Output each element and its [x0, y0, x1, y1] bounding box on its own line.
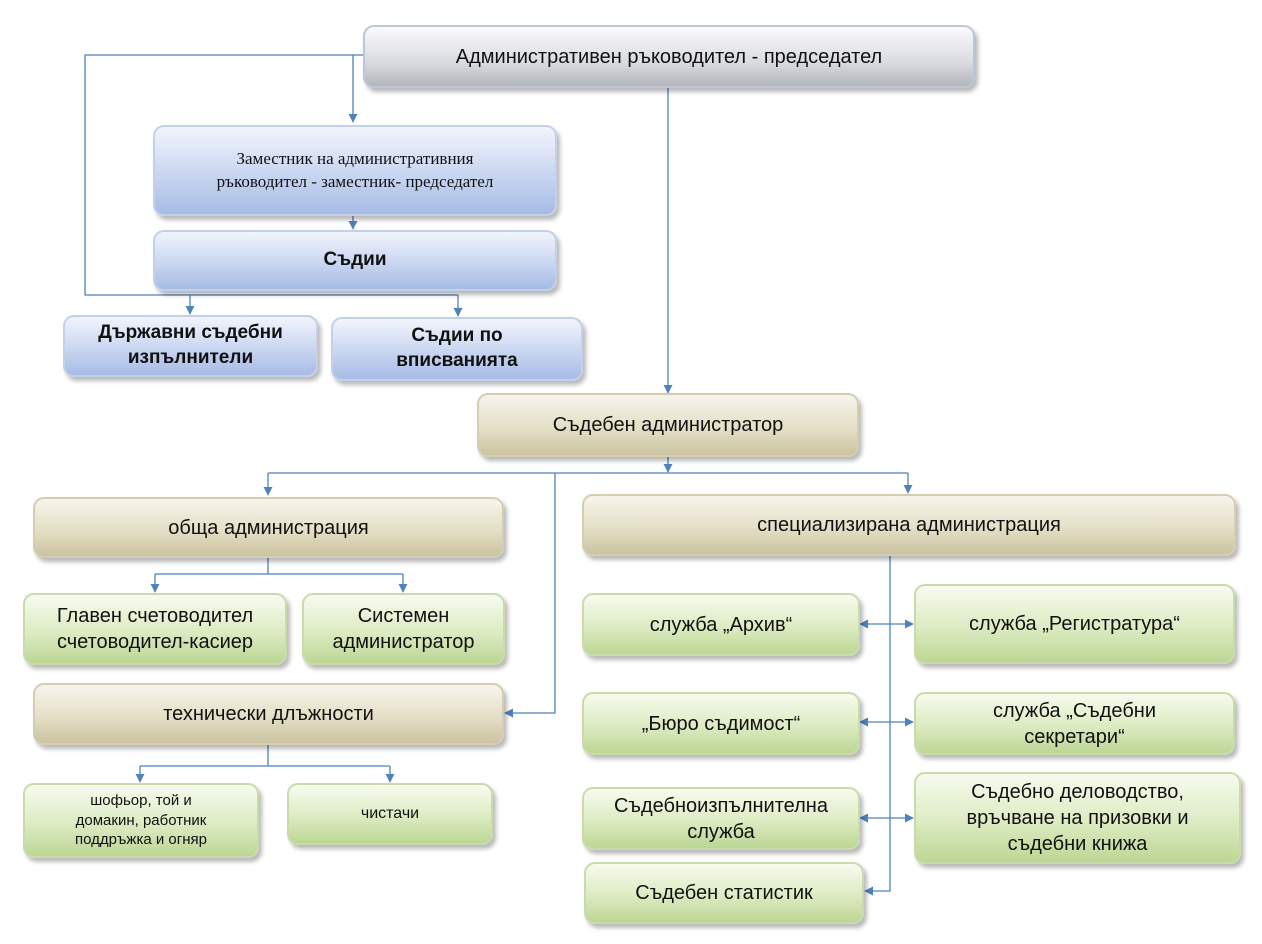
box-court-statistician[interactable]: Съдебен статистик — [584, 862, 864, 924]
box-registry-judges[interactable]: Съдии по вписванията — [331, 317, 583, 381]
box-criminal-record-bureau[interactable]: „Бюро съдимост“ — [582, 692, 860, 755]
box-enforcement-service[interactable]: Съдебноизпълнителна служба — [582, 787, 860, 850]
box-court-secretaries-service[interactable]: служба „Съдебни секретари“ — [914, 692, 1235, 755]
box-archive-service[interactable]: служба „Архив“ — [582, 593, 860, 656]
box-chief-accountant[interactable]: Главен счетоводител счетоводител-касиер — [23, 593, 287, 665]
box-technical-positions[interactable]: технически длъжности — [33, 683, 504, 745]
box-cleaners[interactable]: чистачи — [287, 783, 493, 845]
box-state-bailiffs[interactable]: Държавни съдебни изпълнители — [63, 315, 318, 377]
box-court-administrator[interactable]: Съдебен администратор — [477, 393, 859, 457]
box-head-chairman[interactable]: Административен ръководител - председате… — [363, 25, 975, 88]
box-system-administrator[interactable]: Системен администратор — [302, 593, 505, 665]
box-driver-maintenance[interactable]: шофьор, той и домакин, работник поддръжк… — [23, 783, 259, 858]
box-registry-service[interactable]: служба „Регистратура“ — [914, 584, 1235, 664]
box-general-administration[interactable]: обща администрация — [33, 497, 504, 558]
box-court-records-office[interactable]: Съдебно деловодство, връчване на призовк… — [914, 772, 1241, 864]
box-specialized-administration[interactable]: специализирана администрация — [582, 494, 1236, 556]
box-deputy-chairman[interactable]: Заместник на административния ръководите… — [153, 125, 557, 216]
box-judges[interactable]: Съдии — [153, 230, 557, 291]
